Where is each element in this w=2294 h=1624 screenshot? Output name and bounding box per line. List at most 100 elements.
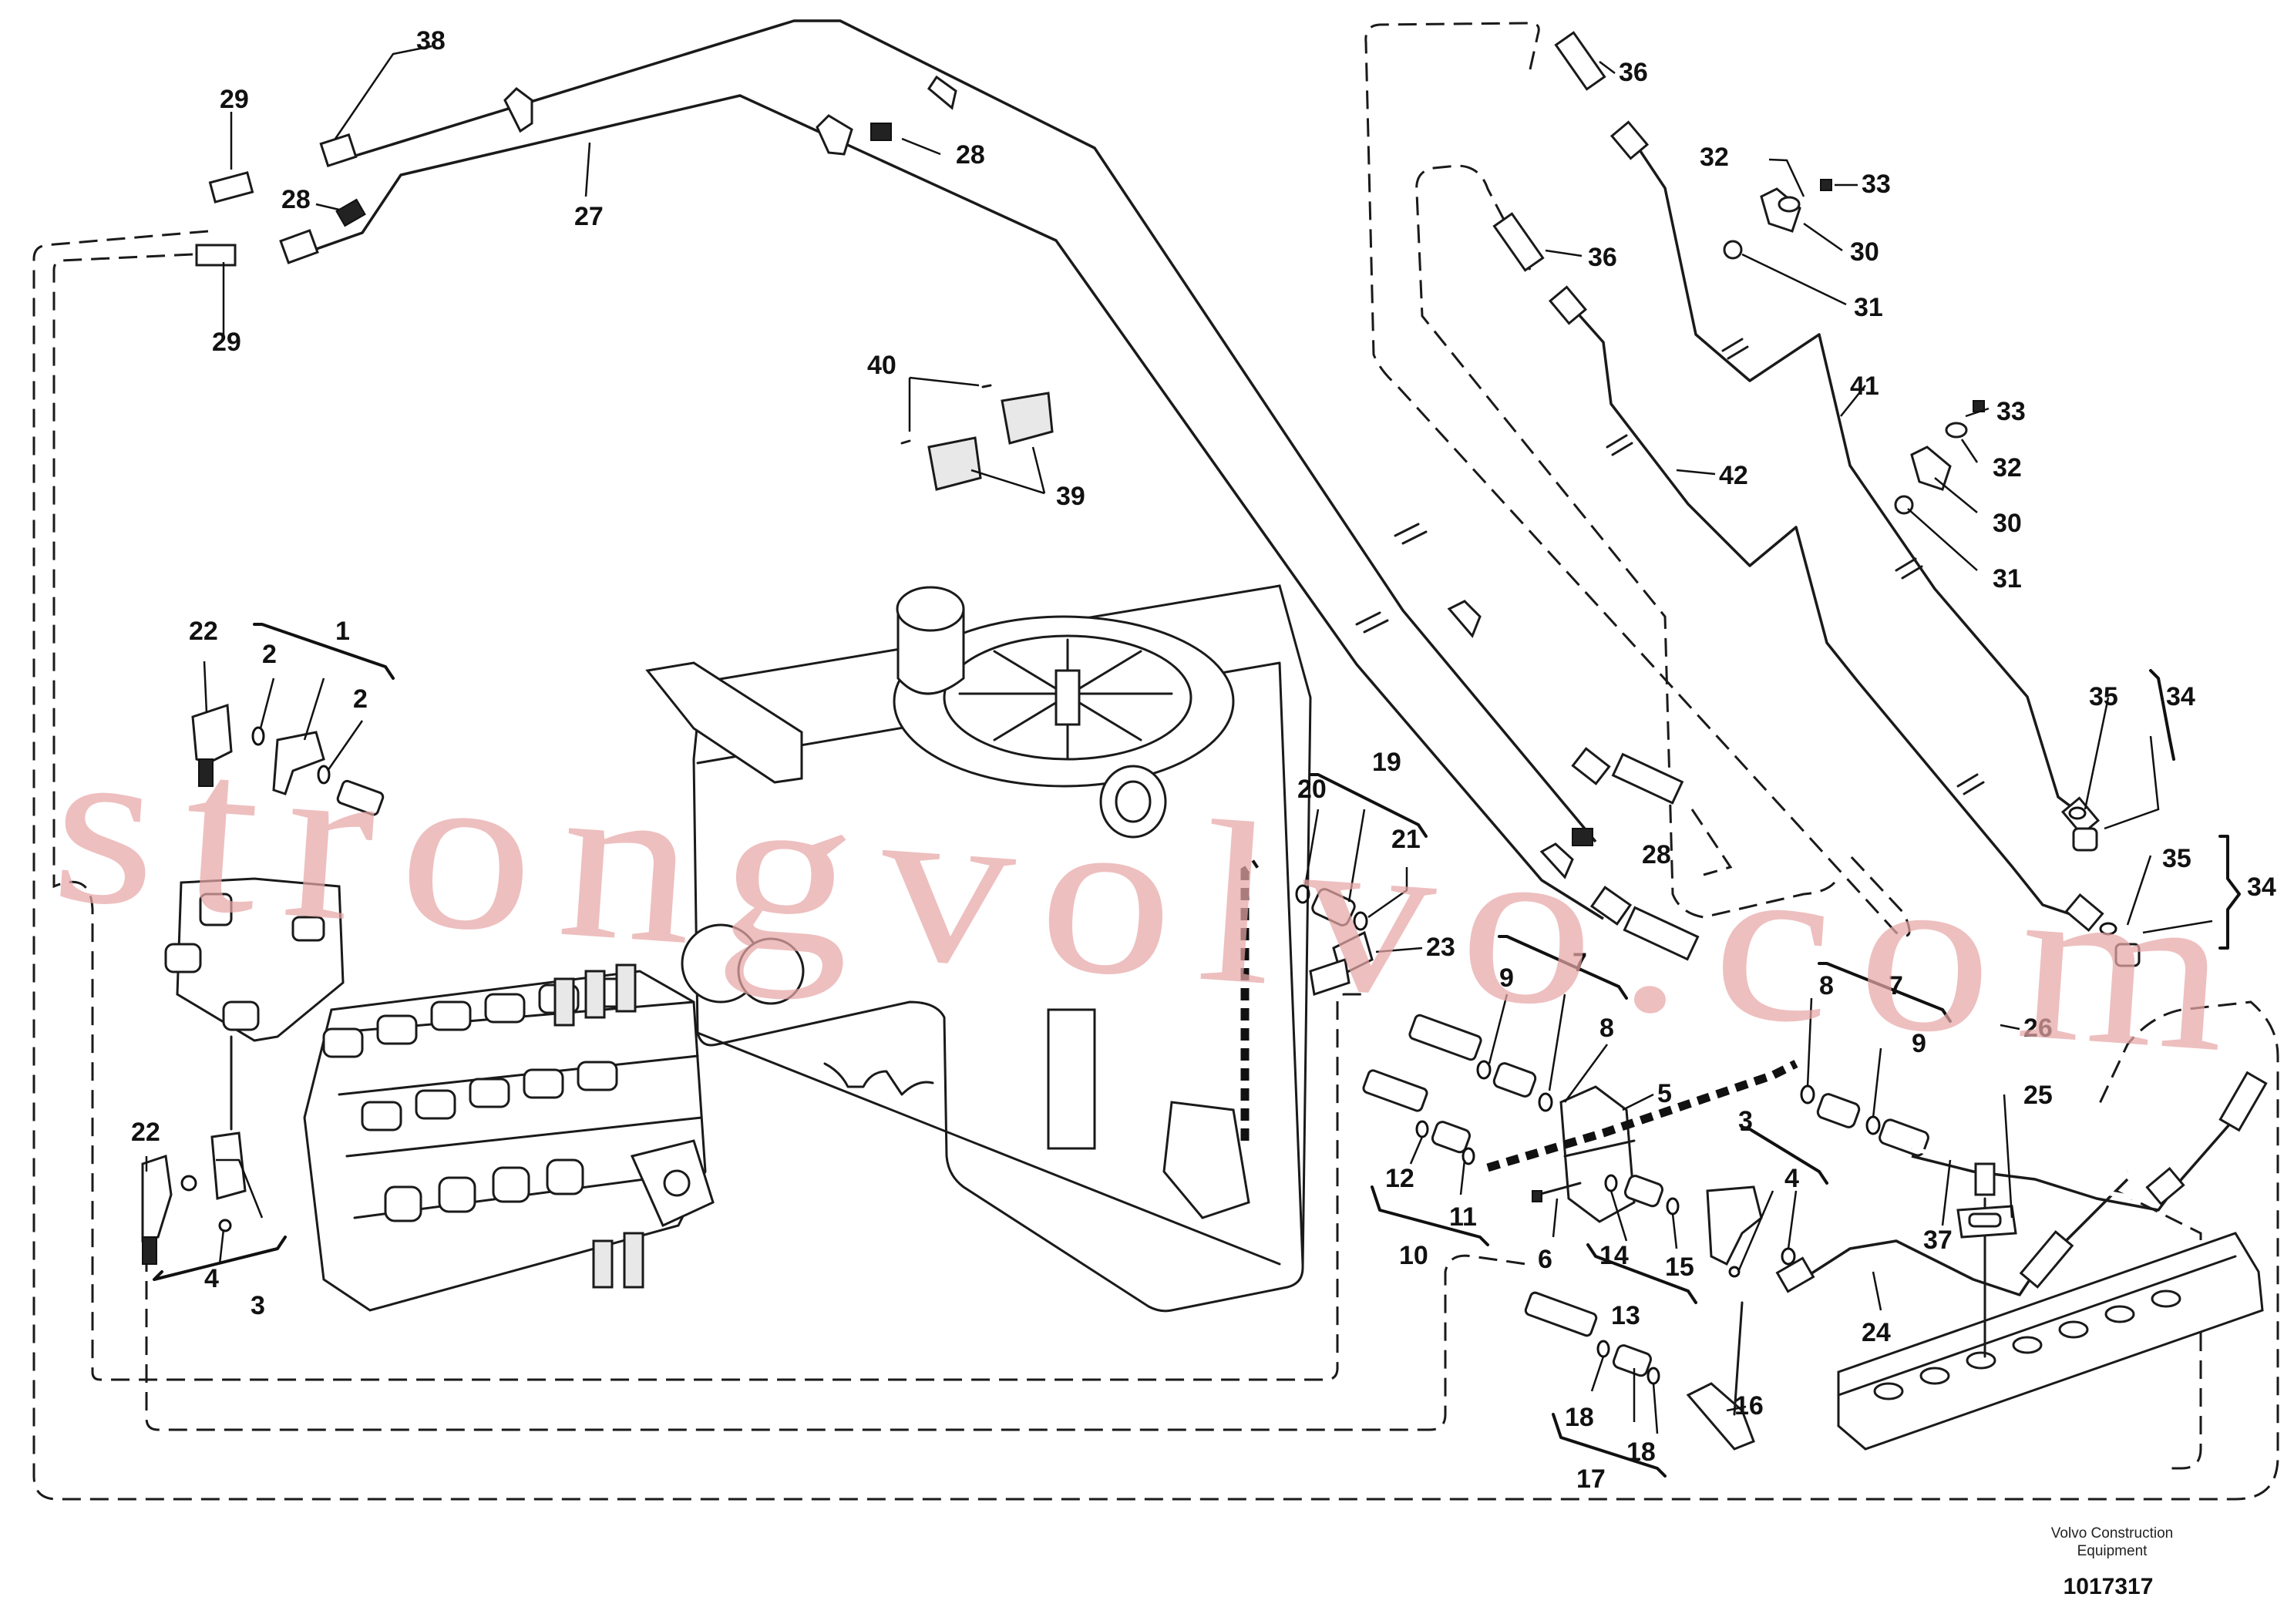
washer-32-upper: [1778, 196, 1801, 213]
brace-34-lower: [2218, 835, 2241, 950]
footer: Volvo Construction Equipment 1017317: [2051, 1525, 2173, 1599]
oring-15: [1666, 1197, 1680, 1215]
fittings-group-7-left: [1362, 1014, 1553, 1165]
callout-40: 40: [867, 351, 896, 380]
valve-elbow: [438, 1176, 476, 1213]
side-block-port: [222, 1000, 260, 1031]
callout-10: 10: [1399, 1241, 1428, 1270]
pipe-37-nut: [2145, 1166, 2185, 1206]
callout-36-upper: 36: [1619, 58, 1648, 87]
callout-28-mid: 28: [1642, 840, 1671, 869]
cap-34-upper: [2072, 827, 2098, 852]
callout-13: 13: [1611, 1301, 1640, 1330]
adapter-7-lower: [1362, 1069, 1428, 1112]
oring-2-right: [317, 765, 331, 785]
screw-28-mid: [1572, 828, 1593, 846]
callout-38: 38: [416, 26, 446, 55]
clamp-30-upper: [1760, 187, 1801, 233]
callout-19: 19: [1372, 748, 1401, 777]
side-block-port: [291, 916, 325, 942]
side-block-port: [164, 943, 202, 973]
callout-25: 25: [2023, 1081, 2053, 1110]
callout-30-lower: 30: [1993, 509, 2022, 538]
callout-4-right: 4: [1784, 1164, 1799, 1193]
valve-solenoid: [553, 977, 575, 1027]
callout-6: 6: [1538, 1245, 1552, 1274]
tank-slots: [823, 1062, 934, 1096]
plate-40: [900, 384, 992, 445]
oring-8-right: [1800, 1084, 1815, 1105]
elbow-22-upper-thread: [198, 758, 214, 787]
bolt-6: [1536, 1182, 1582, 1196]
callout-7-right: 7: [1889, 971, 1903, 1000]
adapter-17-pipe: [1524, 1291, 1598, 1337]
callout-21: 21: [1391, 825, 1421, 854]
filter-breather-cap: [896, 586, 965, 632]
manifold-body: [1837, 1232, 2264, 1451]
braces: [153, 623, 2241, 1478]
bolt-26-head: [1974, 1162, 1996, 1196]
callout-35-upper: 35: [2089, 682, 2118, 711]
leader-lines: [145, 45, 2213, 1434]
callout-18-left: 18: [1565, 1403, 1594, 1432]
outline-inner-left: [52, 253, 1368, 1381]
callout-32-upper: 32: [1700, 143, 1729, 172]
filter-outlet-port-inner: [1115, 780, 1152, 823]
washer-32-lower: [1945, 422, 1968, 439]
block-39-upper: [1001, 392, 1054, 445]
fittings-36: [1492, 31, 1700, 961]
brace-34-upper: [2149, 669, 2175, 761]
cap-34-lower: [2114, 943, 2141, 967]
dashed-outlines: [32, 22, 2279, 1501]
pipe-42: [1548, 285, 2104, 933]
pipe-break-mark-6: [1956, 773, 1985, 795]
pipe-27-nut: [279, 229, 319, 264]
pipe-42-end-nut: [2064, 893, 2104, 933]
outline-right-lower: [2115, 1189, 2202, 1470]
footer-diagram-code: 1017317: [2064, 1574, 2154, 1599]
callout-29-upper: 29: [220, 85, 249, 114]
thick-dashed-link-tank: [1240, 859, 1260, 1141]
valve-solenoid: [623, 1232, 644, 1289]
callout-28-top: 28: [956, 140, 985, 170]
hydraulic-tank: [645, 584, 1312, 1313]
oring-18-left: [1596, 1340, 1610, 1358]
valve-port: [430, 1000, 472, 1031]
pipe-42-nut: [1548, 285, 1588, 325]
callout-31-upper: 31: [1854, 293, 1883, 322]
brace-1: [253, 623, 395, 680]
tank-lower-bracket: [1162, 1101, 1250, 1219]
pipe-41: [1610, 120, 2101, 836]
callout-27: 27: [574, 202, 604, 231]
valve-port: [577, 1061, 618, 1091]
pipe-27-clamp: [816, 114, 853, 156]
union-10: [1431, 1121, 1471, 1154]
oring-11: [1462, 1147, 1475, 1165]
outline-main-loop: [32, 230, 2279, 1501]
adapter-29-lower: [195, 244, 237, 267]
callout-16: 16: [1734, 1391, 1764, 1421]
brace-7-left: [1498, 935, 1628, 1000]
elbow-23-2: [1309, 958, 1350, 996]
fittings-group-3: [141, 1131, 247, 1265]
adapter-1: [336, 779, 385, 816]
callout-34-upper: 34: [2166, 682, 2195, 711]
callout-23: 23: [1426, 933, 1455, 962]
oring-4-center-2: [1728, 1266, 1741, 1278]
clamp-set-upper: [1723, 179, 1832, 260]
callout-4-left: 4: [204, 1264, 219, 1293]
oring-20: [1295, 884, 1310, 904]
valve-solenoid: [615, 963, 637, 1013]
manifold-block: [1837, 1162, 2264, 1451]
adapter-19: [1311, 888, 1356, 926]
callout-33-lower: 33: [1996, 397, 2026, 426]
callout-15: 15: [1665, 1252, 1694, 1282]
callout-8-left: 8: [1599, 1014, 1614, 1043]
oring-18-right: [1646, 1367, 1660, 1385]
filter-breather-body: [896, 607, 965, 695]
manifold-port: [1966, 1351, 1996, 1370]
callout-26: 26: [2023, 1014, 2053, 1043]
valve-port: [469, 1078, 510, 1108]
oring-35-upper: [2068, 806, 2087, 820]
